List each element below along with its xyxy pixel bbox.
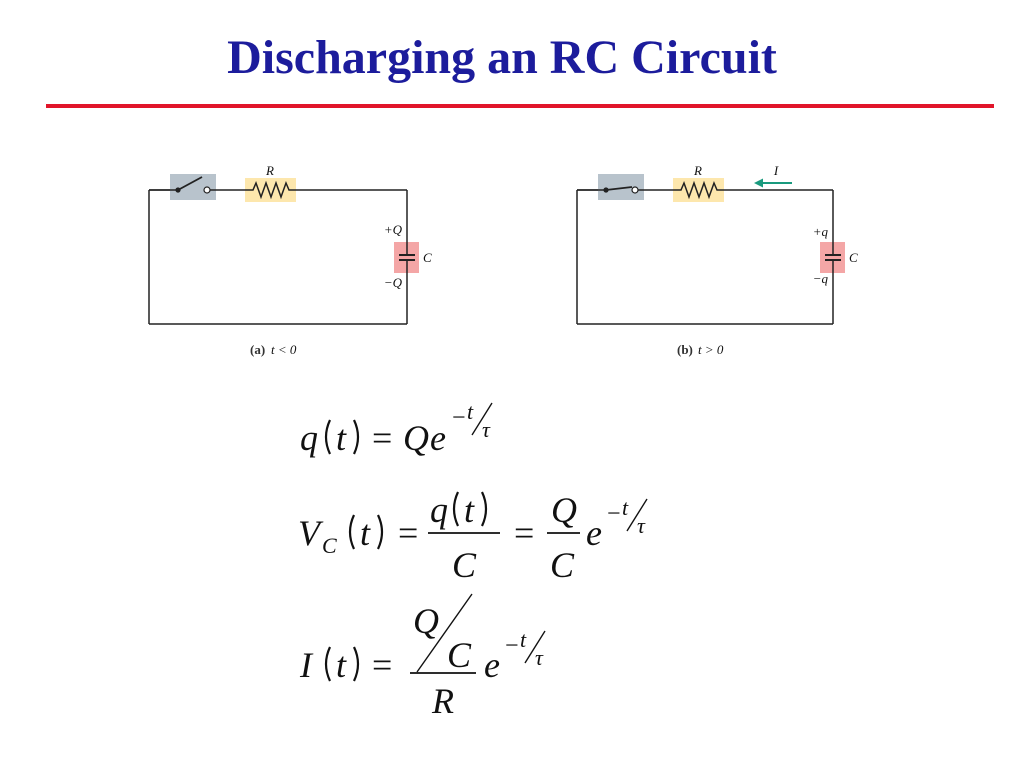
eq1-exp-num: t <box>467 399 474 424</box>
eq2-frac1-paren-open <box>452 491 460 527</box>
circuit-diagram-a: R +Q −Q C (a) t < 0 <box>148 163 432 357</box>
eq1-equals: = <box>372 418 392 458</box>
eq2-paren-close <box>376 514 384 550</box>
slide-title: Discharging an RC Circuit <box>227 31 777 84</box>
eq3-arg: t <box>336 645 347 685</box>
eq1-exp-sign: − <box>452 405 466 431</box>
equation-voltage: V C t = q t C = Q C e − t τ <box>298 490 648 585</box>
eq2-e: e <box>586 513 602 553</box>
eq1-func: q <box>300 418 318 458</box>
switch-open-icon <box>149 174 216 200</box>
eq3-exp-slash <box>524 630 546 664</box>
resistor-label: R <box>265 163 274 178</box>
eq3-paren-close <box>352 646 360 682</box>
eq3-exp-num: t <box>520 627 527 652</box>
eq1-exp-den: τ <box>482 417 491 442</box>
figure-caption-letter: (b) <box>677 342 693 357</box>
equation-current: I t = Q C R e − t τ <box>299 593 546 721</box>
capacitor-minus-label: −q <box>813 271 829 286</box>
eq2-exp-slash <box>626 498 648 532</box>
eq2-exp-den: τ <box>637 513 646 538</box>
switch-closed-icon <box>577 174 644 200</box>
eq3-num-C: C <box>447 635 472 675</box>
eq3-func: I <box>299 645 314 685</box>
eq1-paren-close <box>352 419 360 455</box>
eq1-exp-slash <box>471 402 493 436</box>
capacitor-label: C <box>423 250 432 265</box>
resistor-icon <box>245 178 296 202</box>
eq3-exp-sign: − <box>505 633 519 659</box>
capacitor-plus-label: +q <box>813 224 829 239</box>
eq3-equals: = <box>372 645 392 685</box>
current-label: I <box>773 163 779 178</box>
eq3-exp-den: τ <box>535 645 544 670</box>
eq3-num-Q: Q <box>413 601 439 641</box>
figure-caption-letter: (a) <box>250 342 265 357</box>
eq3-num-slash <box>416 593 473 673</box>
eq1-paren-open <box>324 419 332 455</box>
capacitor-plus-label: +Q <box>384 222 403 237</box>
eq2-exp-num: t <box>622 495 629 520</box>
eq1-arg: t <box>336 418 347 458</box>
eq3-den: R <box>431 681 454 721</box>
resistor-label: R <box>693 163 702 178</box>
eq2-frac1-paren-close <box>480 491 488 527</box>
current-arrow-icon <box>754 178 792 188</box>
figure-caption-condition: t > 0 <box>698 342 724 357</box>
eq1-e: e <box>430 418 446 458</box>
title-divider <box>46 104 994 108</box>
capacitor-icon <box>820 242 845 273</box>
circuit-diagram-b: R I +q −q C (b) t > 0 <box>576 163 858 357</box>
eq2-func-sub: C <box>322 533 337 558</box>
capacitor-icon <box>394 242 419 273</box>
eq2-paren-open <box>348 514 356 550</box>
eq2-frac2-den: C <box>550 545 575 585</box>
eq2-arg: t <box>360 513 371 553</box>
equation-charge: q t = Q e − t τ <box>300 399 493 458</box>
eq2-frac1-den: C <box>452 545 477 585</box>
eq2-exp-sign: − <box>607 501 621 527</box>
eq2-frac1-num-func: q <box>430 490 448 530</box>
eq2-func: V <box>298 513 324 553</box>
eq1-Q: Q <box>403 418 429 458</box>
eq3-e: e <box>484 645 500 685</box>
capacitor-minus-label: −Q <box>384 275 403 290</box>
eq2-frac1-num-arg: t <box>464 490 475 530</box>
eq2-equals: = <box>398 513 418 553</box>
eq3-paren-open <box>324 646 332 682</box>
figure-caption-condition: t < 0 <box>271 342 297 357</box>
resistor-icon <box>673 178 724 202</box>
eq2-frac2-num: Q <box>551 490 577 530</box>
eq2-equals-2: = <box>514 513 534 553</box>
capacitor-label: C <box>849 250 858 265</box>
